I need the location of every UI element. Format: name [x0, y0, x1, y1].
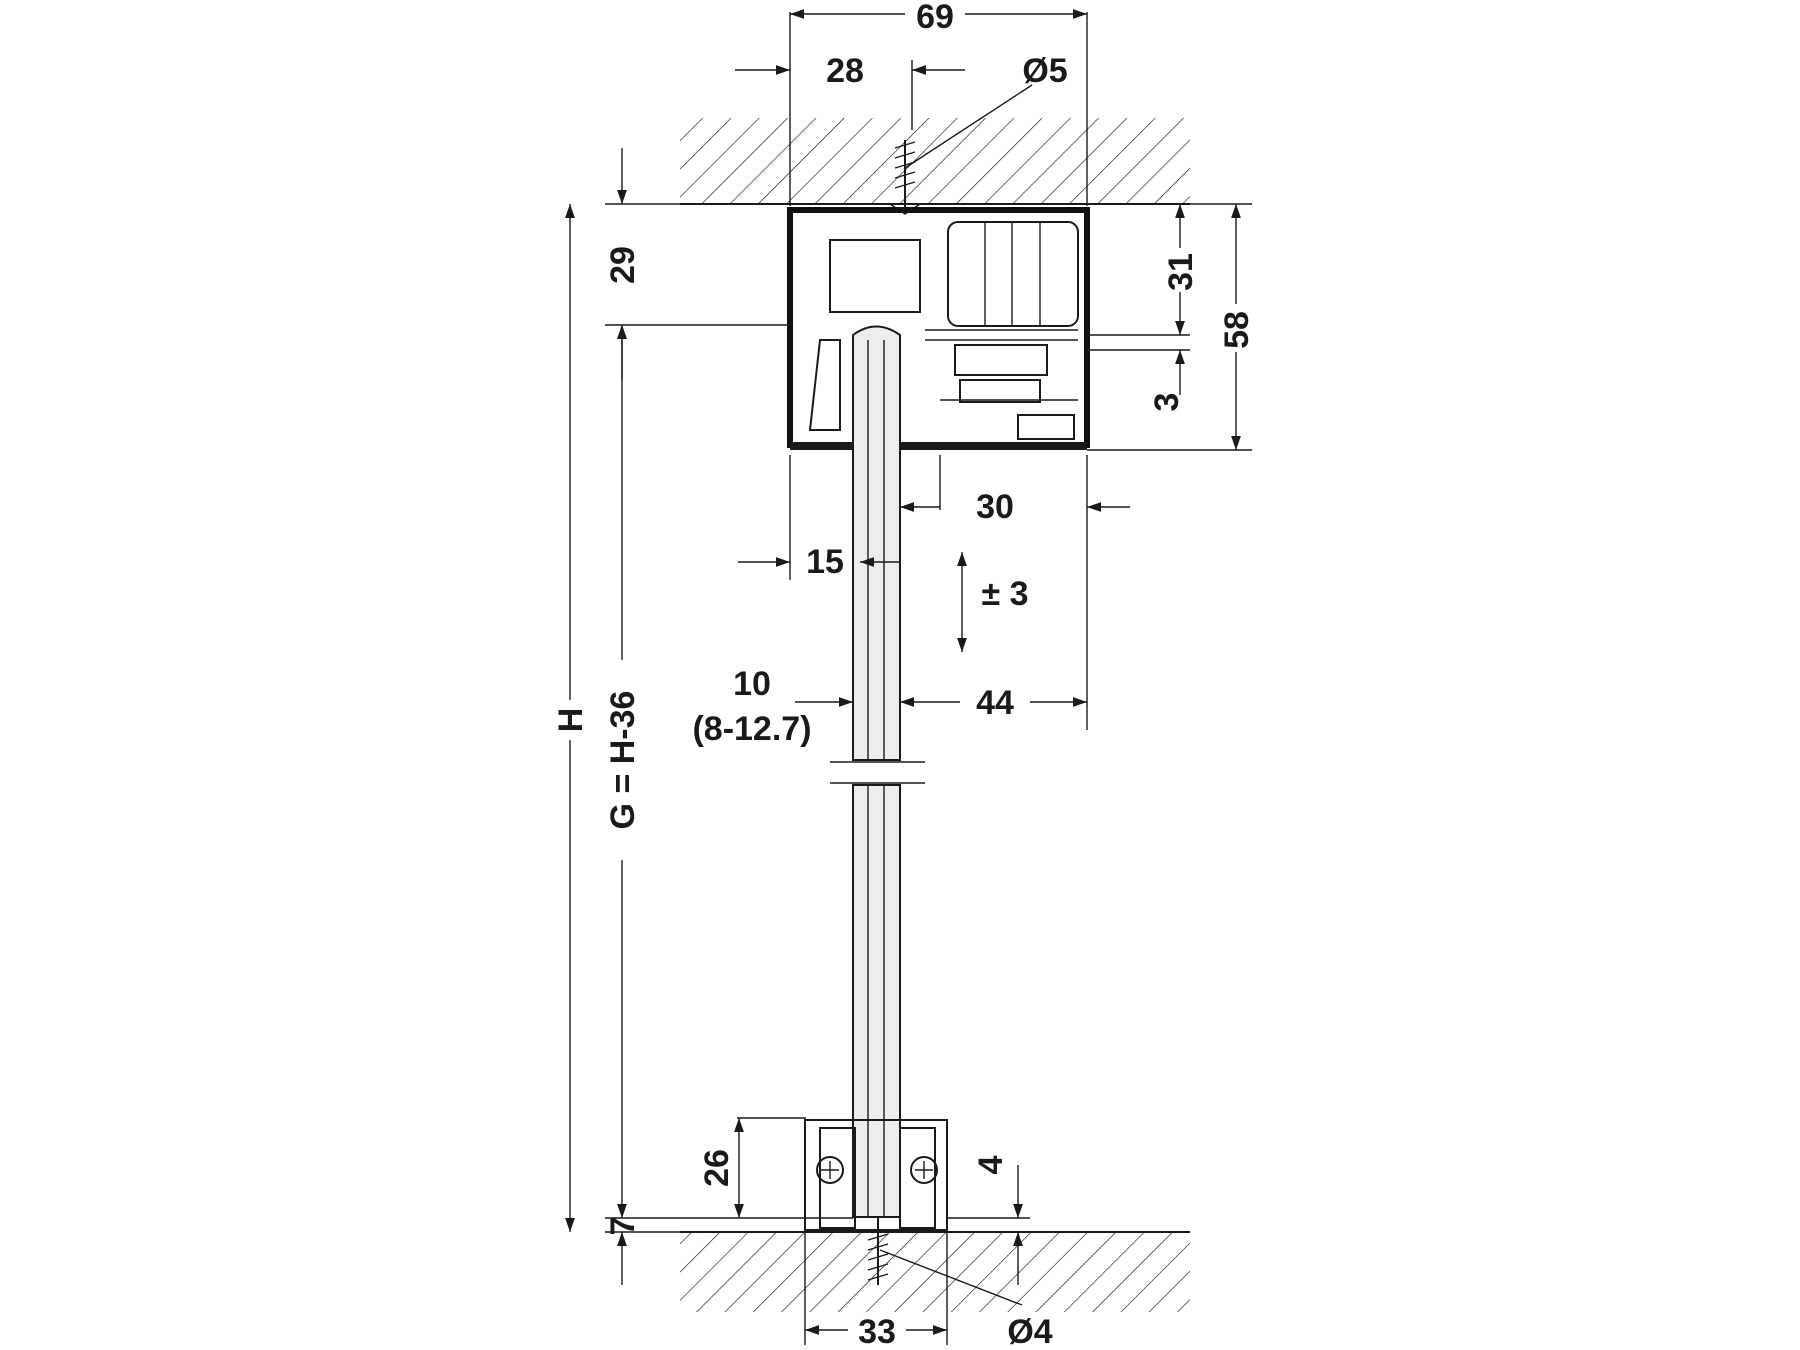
top-track-profile	[787, 207, 1090, 450]
dim-guide-height: 26	[698, 1149, 736, 1187]
dim-track-right: 30	[976, 488, 1014, 526]
dim-adjust-gap: 3	[1148, 393, 1186, 412]
dim-guide-clearance: 4	[972, 1155, 1010, 1174]
ceiling	[680, 118, 1190, 205]
glass-panel	[830, 325, 925, 1218]
dim-track-height: 58	[1218, 311, 1256, 349]
dim-floor-gap: 7	[604, 1217, 642, 1236]
dim-glass-to-edge: 44	[976, 684, 1014, 722]
dim-top-width: 69	[916, 0, 954, 36]
floor-guide	[804, 1119, 948, 1231]
dim-screw-offset: 28	[826, 52, 864, 90]
dim-top-screw-diameter: Ø5	[1022, 52, 1067, 90]
dim-guide-width: 33	[858, 1313, 896, 1350]
dim-bottom-screw-diameter: Ø4	[1007, 1313, 1052, 1350]
dim-panel-offset: 15	[806, 543, 844, 581]
leader-lines	[879, 84, 1033, 1306]
dim-glass-height: G = H-36	[604, 691, 642, 830]
dim-roller-height: 31	[1162, 253, 1200, 291]
dim-glass-thickness: 10	[733, 665, 771, 703]
dim-glass-thickness-range: (8-12.7)	[692, 710, 811, 748]
dim-overall-height: H	[552, 708, 590, 733]
dim-height-adjust: ± 3	[981, 575, 1028, 613]
dim-ceiling-gap: 29	[604, 246, 642, 284]
bottom-screw	[867, 1218, 889, 1285]
